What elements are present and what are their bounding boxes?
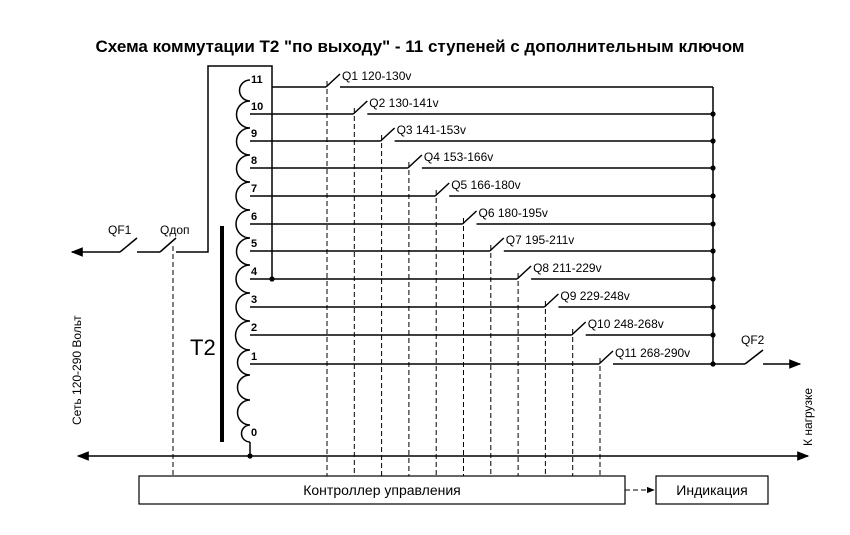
switch-q4: Q4 153-166v bbox=[250, 150, 716, 476]
switch-q11: Q11 268-290v bbox=[250, 346, 716, 476]
transformer-winding bbox=[234, 79, 251, 443]
tap-number-6: 6 bbox=[251, 211, 257, 223]
switch-label: Q8 211-229v bbox=[533, 261, 602, 275]
tap0-junction bbox=[247, 453, 253, 459]
switch-q1: Q1 120-130v bbox=[272, 69, 713, 476]
qf1-contact bbox=[119, 237, 138, 253]
bus-junction bbox=[710, 248, 716, 254]
tap-number-2: 2 bbox=[251, 322, 257, 334]
switch-q7: Q7 195-211v bbox=[250, 233, 716, 476]
switch-contact bbox=[516, 265, 532, 280]
qf2-contact bbox=[744, 349, 764, 365]
switch-q9: Q9 229-248v bbox=[250, 289, 716, 476]
transformer-label: T2 bbox=[190, 335, 216, 360]
switch-label: Q1 120-130v bbox=[342, 69, 411, 83]
bus-junction bbox=[710, 276, 716, 282]
switch-label: Q3 141-153v bbox=[397, 123, 466, 137]
tap-number-1: 1 bbox=[251, 351, 257, 363]
qdop-contact bbox=[159, 237, 177, 253]
qdop-to-tap11-wire bbox=[176, 65, 273, 253]
tap-number-0: 0 bbox=[251, 427, 257, 439]
switch-q3: Q3 141-153v bbox=[250, 123, 716, 476]
bus-junction bbox=[710, 361, 716, 367]
mains-label: Сеть 120-290 Вольт bbox=[70, 315, 84, 425]
switch-contact bbox=[461, 210, 478, 225]
switch-contact bbox=[407, 154, 423, 169]
switch-q10: Q10 248-268v bbox=[250, 317, 716, 476]
switch-label: Q2 130-141v bbox=[369, 96, 438, 110]
switch-contact bbox=[434, 182, 450, 197]
switch-contact bbox=[598, 350, 614, 365]
switch-q5: Q5 166-180v bbox=[250, 178, 716, 476]
diagram-title: Схема коммутации Т2 "по выходу" - 11 сту… bbox=[96, 37, 745, 56]
switch-contact bbox=[352, 100, 368, 115]
tap-number-4: 4 bbox=[251, 266, 258, 278]
bus-junction bbox=[710, 138, 716, 144]
qf2-label: QF2 bbox=[741, 333, 765, 347]
switch-contact bbox=[325, 73, 341, 88]
tap-number-7: 7 bbox=[251, 183, 257, 195]
switch-label: Q11 268-290v bbox=[615, 346, 690, 360]
bus-junction bbox=[710, 304, 716, 310]
switch-label: Q9 229-248v bbox=[560, 289, 629, 303]
bus-junction bbox=[710, 332, 716, 338]
bus-junction bbox=[710, 193, 716, 199]
switch-contact bbox=[489, 237, 505, 252]
tap-number-3: 3 bbox=[251, 294, 257, 306]
bus-junction bbox=[710, 221, 716, 227]
switch-contact bbox=[380, 127, 396, 142]
switch-label: Q6 180-195v bbox=[479, 206, 548, 220]
load-label: К нагрузке bbox=[801, 388, 815, 446]
switch-q2: Q2 130-141v bbox=[250, 96, 716, 476]
switch-label: Q7 195-211v bbox=[506, 233, 575, 247]
tap-number-11: 11 bbox=[251, 74, 263, 86]
bus-junction bbox=[710, 111, 716, 117]
controller-label: Контроллер управления bbox=[303, 482, 461, 498]
input-circuit bbox=[70, 65, 810, 505]
winding-coils bbox=[234, 79, 251, 443]
tap-switches: Q1 120-130v Q2 130-141v Q3 141-153v Q4 153-… bbox=[250, 69, 716, 476]
switch-label: Q5 166-180v bbox=[451, 178, 520, 192]
switch-contact bbox=[571, 321, 587, 336]
switch-contact bbox=[543, 293, 559, 308]
qf1-label: QF1 bbox=[108, 223, 132, 237]
bus-junction bbox=[710, 165, 716, 171]
switch-label: Q4 153-166v bbox=[424, 150, 493, 164]
indication-box bbox=[655, 475, 769, 505]
switch-q6: Q6 180-195v bbox=[250, 206, 716, 476]
tap-number-10: 10 bbox=[251, 101, 263, 113]
tap-number-9: 9 bbox=[251, 128, 257, 140]
tap-number-8: 8 bbox=[251, 155, 257, 167]
qdop-label: Qдоп bbox=[160, 223, 190, 237]
switch-label: Q10 248-268v bbox=[588, 317, 664, 331]
tap-number-5: 5 bbox=[251, 238, 257, 250]
indication-label: Индикация bbox=[676, 482, 747, 498]
switch-q8: Q8 211-229v bbox=[250, 79, 716, 476]
